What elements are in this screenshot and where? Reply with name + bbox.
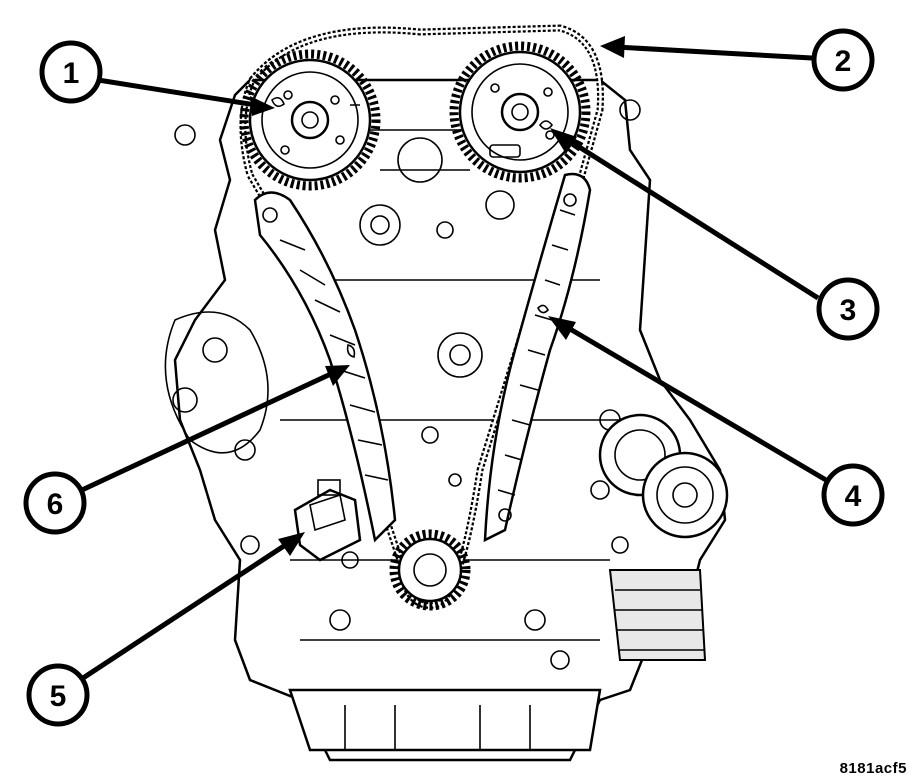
svg-text:5: 5 bbox=[50, 680, 67, 713]
callout-2: 2 bbox=[811, 28, 875, 92]
exhaust-cam-sprocket bbox=[449, 41, 591, 183]
leader-lines bbox=[78, 36, 828, 683]
chain-tensioner bbox=[293, 479, 362, 562]
svg-text:1: 1 bbox=[63, 57, 80, 90]
crankshaft-sprocket bbox=[389, 529, 471, 611]
tensioner-arm bbox=[253, 191, 397, 543]
callout-6: 6 bbox=[23, 471, 87, 535]
intake-cam-sprocket bbox=[239, 49, 381, 191]
engine-block bbox=[164, 78, 729, 762]
callout-3: 3 bbox=[816, 277, 880, 341]
svg-text:3: 3 bbox=[840, 294, 857, 327]
figure-reference-code: 8181acf5 bbox=[839, 760, 907, 777]
svg-text:4: 4 bbox=[845, 480, 862, 513]
svg-text:2: 2 bbox=[835, 45, 852, 78]
callout-1: 1 bbox=[39, 40, 103, 104]
callout-4: 4 bbox=[821, 463, 885, 527]
callout-5: 5 bbox=[26, 663, 90, 727]
fixed-chain-guide bbox=[483, 172, 592, 543]
svg-text:6: 6 bbox=[47, 488, 64, 521]
